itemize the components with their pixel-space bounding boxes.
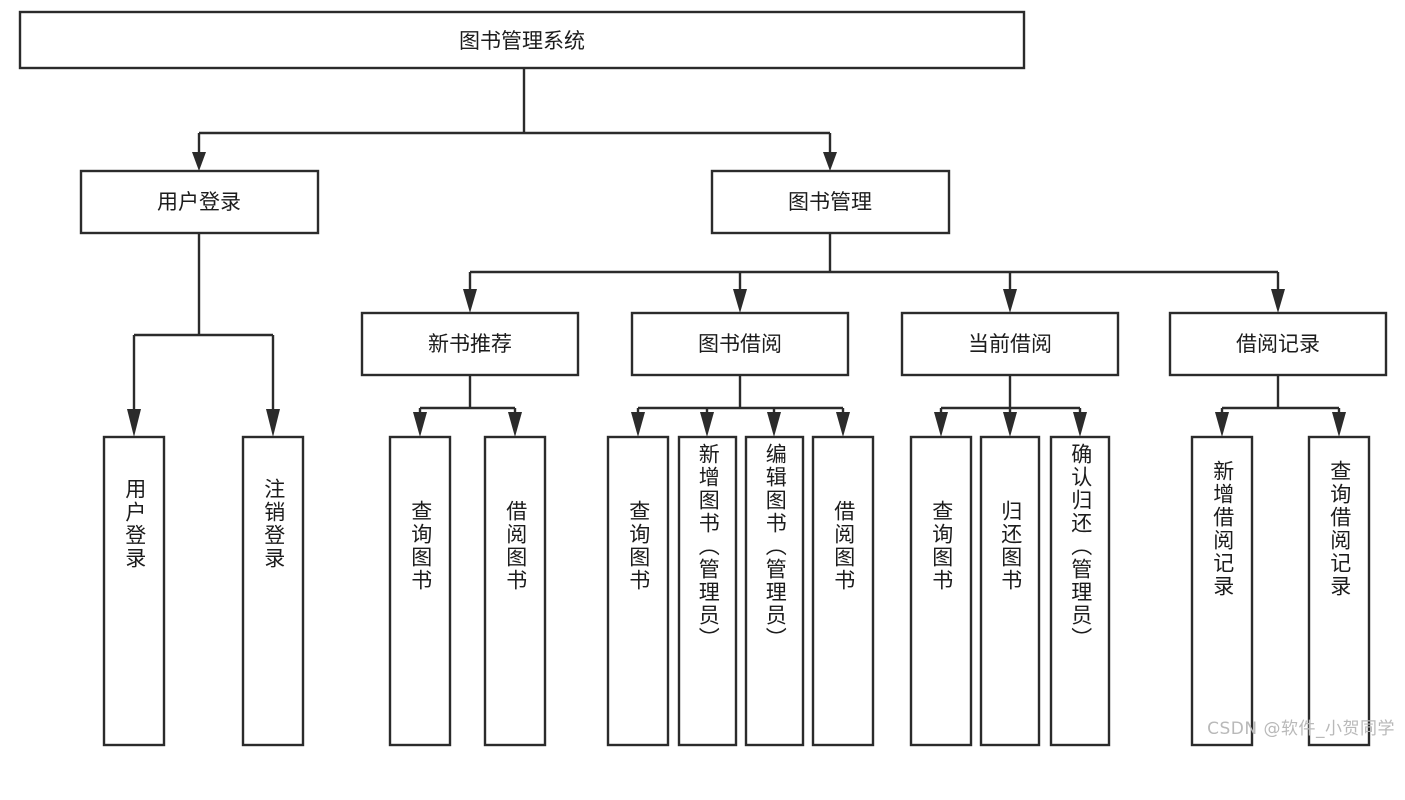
arrowhead-current-borrow [1003, 289, 1017, 313]
csdn-watermark: CSDN @软件_小贺同学 [1207, 719, 1395, 739]
leaf-box-2[interactable] [241, 435, 305, 747]
flowchart-canvas: 图书管理系统 用户登录 图书管理 新书推荐 图书借阅 当前借阅 借阅记录 [18, 10, 1388, 747]
arrowhead-leaf-3 [413, 412, 427, 437]
leaf-box-7[interactable] [744, 435, 805, 747]
leaf-box-5[interactable] [606, 435, 670, 747]
leaf-box-1[interactable] [102, 435, 166, 747]
leaf-box-13[interactable] [1307, 435, 1371, 747]
node-book-management-label: 图书管理 [788, 190, 872, 214]
arrowhead-leaf-8 [836, 412, 850, 437]
arrowhead-leaf-7 [767, 412, 781, 437]
connector-group-current-borrow [934, 375, 1087, 437]
node-book-borrow-label: 图书借阅 [698, 332, 782, 356]
arrowhead-new-book-rec [463, 289, 477, 313]
arrowhead-leaf-11 [1073, 412, 1087, 437]
leaf-box-12[interactable] [1190, 435, 1254, 747]
leaf-box-11[interactable] [1049, 435, 1111, 747]
arrowhead-book-borrow [733, 289, 747, 313]
node-book-management[interactable] [710, 169, 951, 235]
node-current-borrow[interactable] [900, 311, 1120, 377]
leaf-box-4[interactable] [483, 435, 547, 747]
node-new-book-recommend-label: 新书推荐 [428, 332, 512, 356]
leaf-box-8[interactable] [811, 435, 875, 747]
node-borrow-record-label: 借阅记录 [1236, 332, 1320, 356]
connector-group-user-login [127, 233, 280, 437]
node-book-borrow[interactable] [630, 311, 850, 377]
arrowhead-leaf-6 [700, 412, 714, 437]
leaf-box-3[interactable] [388, 435, 452, 747]
leaf-box-6[interactable] [677, 435, 738, 747]
connector-group-new-book-rec [413, 375, 522, 437]
node-root-book-management-system[interactable] [18, 10, 1026, 70]
connector-group-book-borrow [631, 375, 850, 437]
arrowhead-leaf-4 [508, 412, 522, 437]
arrowhead-leaf-10 [1003, 412, 1017, 437]
node-user-login-label: 用户登录 [157, 190, 241, 214]
flowchart-diagram: 图书管理系统 用户登录 图书管理 新书推荐 图书借阅 当前借阅 借阅记录 用户登… [18, 10, 1395, 747]
node-root-label: 图书管理系统 [459, 29, 585, 53]
arrowhead-user-login [192, 152, 206, 171]
connector-group-book-mgmt [463, 233, 1285, 313]
node-new-book-recommend[interactable] [360, 311, 580, 377]
node-borrow-record[interactable] [1168, 311, 1388, 377]
arrowhead-leaf-9 [934, 412, 948, 437]
arrowhead-leaf-5 [631, 412, 645, 437]
arrowhead-leaf-13 [1332, 412, 1346, 437]
arrowhead-leaf-12 [1215, 412, 1229, 437]
connector-group-root [192, 68, 837, 171]
arrowhead-borrow-record [1271, 289, 1285, 313]
leaf-box-10[interactable] [979, 435, 1041, 747]
leaf-box-9[interactable] [909, 435, 973, 747]
arrowhead-book-mgmt [823, 152, 837, 171]
arrowhead-leaf-1 [127, 409, 141, 437]
arrowhead-leaf-2 [266, 409, 280, 437]
node-current-borrow-label: 当前借阅 [968, 332, 1052, 356]
connector-group-borrow-record [1215, 375, 1346, 437]
node-user-login[interactable] [79, 169, 320, 235]
